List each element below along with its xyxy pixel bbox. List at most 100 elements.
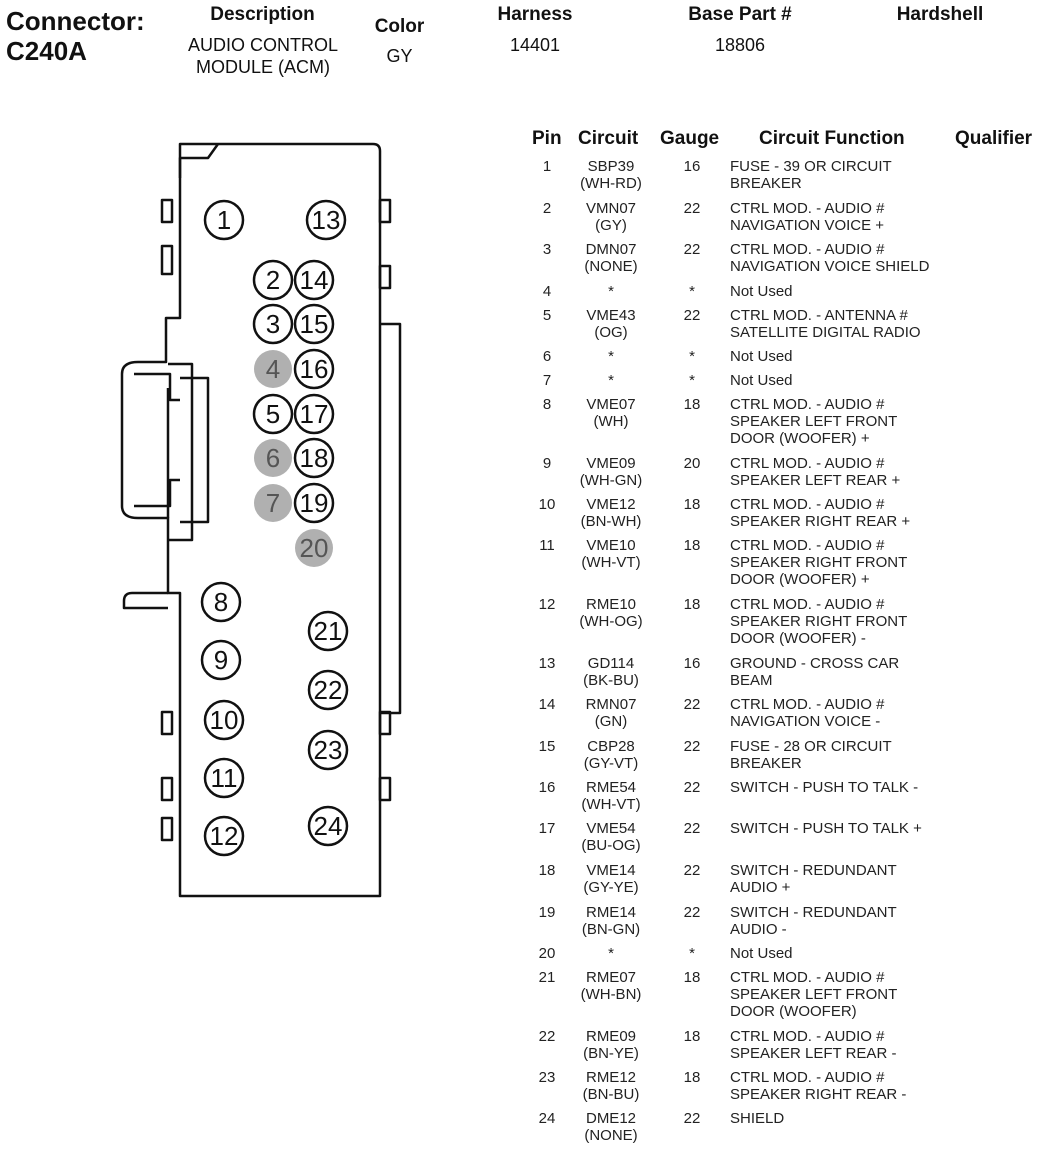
pin-label: 20 xyxy=(300,533,329,563)
pin-number: 16 xyxy=(538,779,556,796)
circuit-cell: VMN07(GY) xyxy=(570,200,652,234)
pin-label: 2 xyxy=(266,265,280,295)
circuit-function: CTRL MOD. - AUDIO # SPEAKER LEFT REAR + xyxy=(730,455,901,489)
pin-cavity-24: 24 xyxy=(307,805,349,847)
pin-cavity-11: 11 xyxy=(203,757,245,799)
gauge-value: 22 xyxy=(683,738,701,755)
pin-number: 17 xyxy=(538,820,556,837)
circuit-function: Not Used xyxy=(730,348,793,365)
pin-number: 11 xyxy=(539,537,555,554)
gauge-value: * xyxy=(689,283,695,300)
circuit-code: RMN07 xyxy=(585,696,637,713)
circuit-function: CTRL MOD. - AUDIO # NAVIGATION VOICE - xyxy=(730,696,885,730)
wire-color: (NONE) xyxy=(584,1127,638,1144)
pin-column-header: Pin xyxy=(532,128,562,149)
circuit-function: CTRL MOD. - AUDIO # SPEAKER RIGHT REAR - xyxy=(730,1069,907,1103)
circuit-cell: VME54(BU-OG) xyxy=(570,820,652,854)
circuit-cell: DME12(NONE) xyxy=(570,1110,652,1144)
pin-cavity-9: 9 xyxy=(200,639,242,681)
circuit-column-header: Circuit xyxy=(578,128,639,149)
pin-cavity-17: 17 xyxy=(293,393,335,435)
circuit-code: CBP28 xyxy=(587,738,635,755)
circuit-cell: * xyxy=(570,372,652,389)
circuit-function: SWITCH - REDUNDANT AUDIO - xyxy=(730,904,897,938)
pin-label: 10 xyxy=(210,705,239,735)
circuit-cell: RME14(BN-GN) xyxy=(570,904,652,938)
qualifier-column-header: Qualifier xyxy=(955,128,1033,149)
gauge-value: 22 xyxy=(683,862,701,879)
circuit-function: Not Used xyxy=(730,945,793,962)
gauge-value: * xyxy=(689,945,695,962)
circuit-cell: VME14(GY-YE) xyxy=(570,862,652,896)
pin-cavity-15: 15 xyxy=(293,303,335,345)
description-value: AUDIO CONTROL MODULE (ACM) xyxy=(187,35,338,77)
wire-color: (WH-BN) xyxy=(580,986,642,1003)
pin-number: 3 xyxy=(542,241,552,258)
gauge-value: * xyxy=(689,348,695,365)
pin-cavity-13: 13 xyxy=(305,199,347,241)
connector-id: C240A xyxy=(6,36,87,66)
gauge-value: 18 xyxy=(683,496,701,513)
gauge-value: 22 xyxy=(683,779,701,796)
pin-cavity-6: 6 xyxy=(254,439,292,477)
circuit-code: RME07 xyxy=(585,969,637,986)
pin-number: 8 xyxy=(542,396,552,413)
circuit-code: VME12 xyxy=(586,496,636,513)
pin-cavity-3: 3 xyxy=(252,303,294,345)
pin-cavity-20: 20 xyxy=(295,529,333,567)
pin-label: 7 xyxy=(266,488,280,518)
wire-color: (GY-YE) xyxy=(583,879,639,896)
wire-color: (WH) xyxy=(593,413,629,430)
gauge-value: 18 xyxy=(683,537,701,554)
gauge-value: 18 xyxy=(683,969,701,986)
gauge-value: 22 xyxy=(683,820,701,837)
pin-number: 19 xyxy=(538,904,556,921)
circuit-cell: DMN07(NONE) xyxy=(570,241,652,275)
circuit-cell: SBP39(WH-RD) xyxy=(570,158,652,192)
pin-label: 11 xyxy=(211,763,238,793)
wire-color: (GN) xyxy=(594,713,628,730)
connector-label: Connector: xyxy=(6,6,145,36)
pin-number: 9 xyxy=(542,455,552,472)
wire-color: (BN-BU) xyxy=(582,1086,640,1103)
pin-number: 21 xyxy=(538,969,556,986)
pin-label: 3 xyxy=(266,309,280,339)
circuit-code: GD114 xyxy=(587,655,635,672)
circuit-code: RME54 xyxy=(585,779,637,796)
circuit-code: VME09 xyxy=(586,455,636,472)
pin-cavity-22: 22 xyxy=(307,669,349,711)
pin-cavity-23: 23 xyxy=(307,729,349,771)
pin-label: 8 xyxy=(214,587,228,617)
wire-color: (BN-YE) xyxy=(583,1045,639,1062)
circuit-function: GROUND - CROSS CAR BEAM xyxy=(730,655,900,689)
pin-cavity-14: 14 xyxy=(293,259,335,301)
pin-number: 7 xyxy=(542,372,552,389)
pin-label: 4 xyxy=(266,354,280,384)
pin-label: 12 xyxy=(210,821,239,851)
gauge-value: 18 xyxy=(683,396,701,413)
pin-label: 22 xyxy=(314,675,343,705)
color-heading: Color xyxy=(374,16,425,37)
pin-cavity-7: 7 xyxy=(254,484,292,522)
wire-color: (BN-GN) xyxy=(581,921,641,938)
circuit-cell: VME09(WH-GN) xyxy=(570,455,652,489)
pin-number: 1 xyxy=(542,158,552,175)
wire-color: (OG) xyxy=(594,324,628,341)
circuit-function: CTRL MOD. - AUDIO # NAVIGATION VOICE + xyxy=(730,200,885,234)
circuit-code: DMN07 xyxy=(585,241,637,258)
circuit-cell: * xyxy=(570,945,652,962)
circuit-code: VMN07 xyxy=(585,200,637,217)
pin-label: 14 xyxy=(300,265,329,295)
circuit-cell: CBP28(GY-VT) xyxy=(570,738,652,772)
pin-label: 15 xyxy=(300,309,329,339)
circuit-code: * xyxy=(608,348,614,365)
gauge-value: 18 xyxy=(683,1028,701,1045)
base-part-heading: Base Part # xyxy=(688,4,792,25)
pin-cavity-16: 16 xyxy=(293,348,335,390)
gauge-value: 18 xyxy=(683,596,701,613)
pin-number: 23 xyxy=(538,1069,556,1086)
circuit-function: SWITCH - PUSH TO TALK + xyxy=(730,820,922,837)
gauge-value: 22 xyxy=(683,1110,701,1127)
circuit-code: VME54 xyxy=(586,820,636,837)
